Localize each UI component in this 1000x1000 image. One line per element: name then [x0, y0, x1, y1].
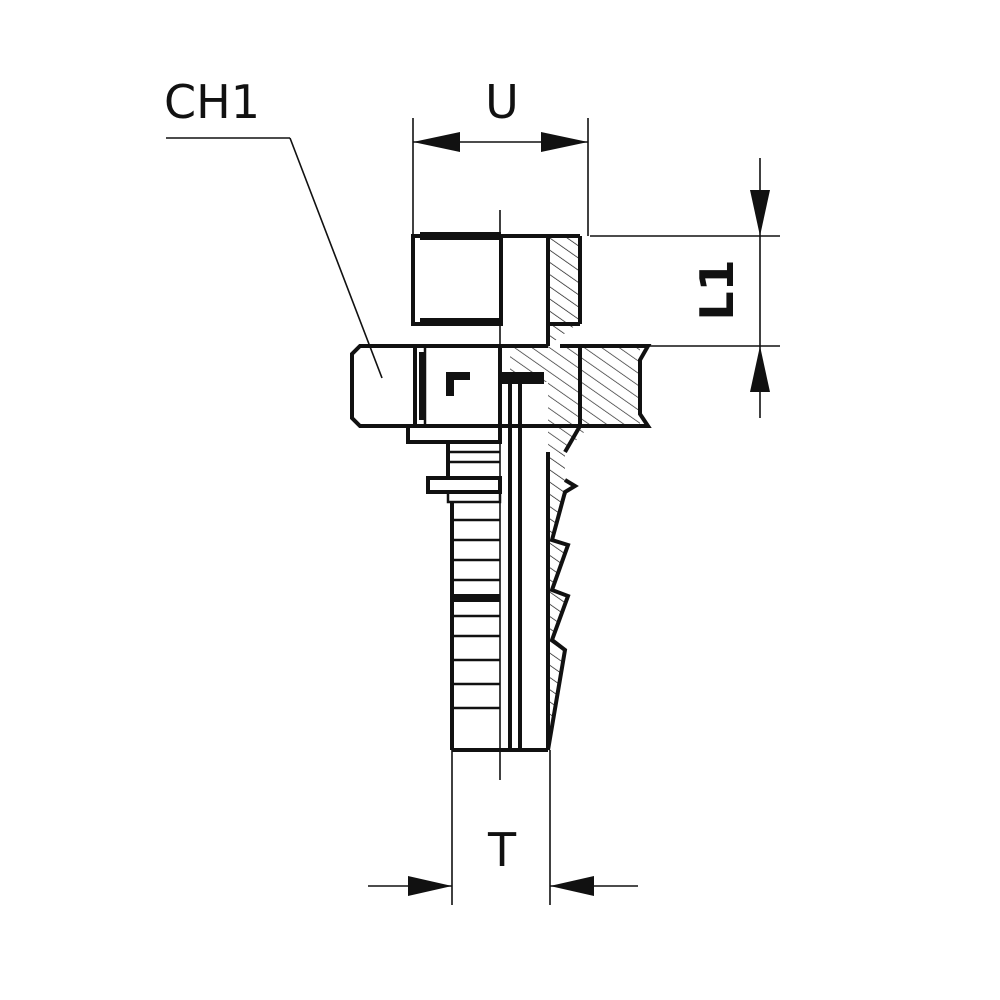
dimension-l1-label: L1	[690, 259, 744, 320]
center-bore	[499, 210, 550, 780]
dimension-u: U	[412, 75, 589, 236]
dimension-t: T	[368, 750, 638, 905]
dimension-u-label: U	[485, 75, 519, 129]
nut-body	[411, 232, 582, 346]
ch1-callout: CH1	[164, 75, 383, 379]
dimension-l1: L1	[580, 158, 780, 418]
ch1-label: CH1	[164, 75, 260, 129]
section-hatching	[510, 238, 640, 750]
hose-tail	[426, 476, 579, 752]
dimension-t-label: T	[487, 823, 517, 877]
